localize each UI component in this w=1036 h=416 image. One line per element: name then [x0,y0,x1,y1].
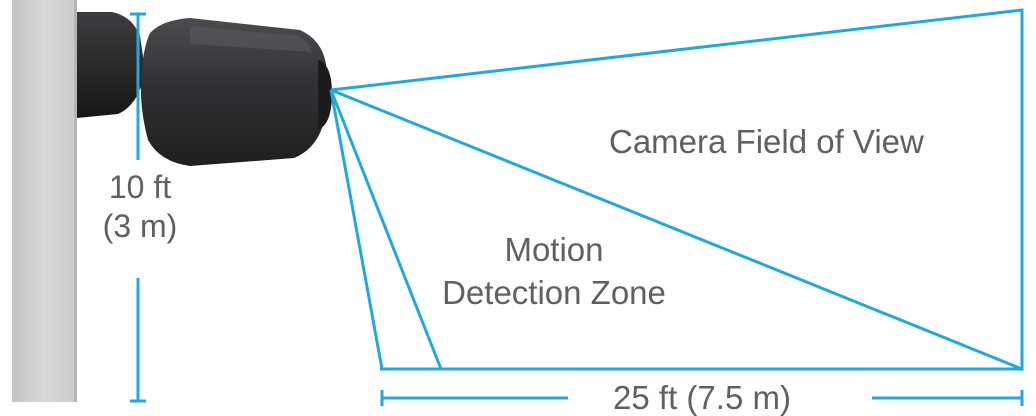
height-label-imperial: 10 ft [108,169,172,205]
field-of-view-area [330,8,1024,372]
wall-edge [74,0,77,402]
field-of-view-label: Camera Field of View [609,123,924,160]
height-label-metric: (3 m) [102,208,178,244]
wall [12,0,76,402]
motion-zone-label-line1: Motion [504,231,604,268]
camera-lens-ring [318,60,332,130]
motion-detection-zone [329,89,444,371]
motion-zone-label-line2: Detection Zone [442,274,666,311]
camera-highlight [190,26,312,52]
camera-body [140,18,328,166]
camera-icon [77,12,332,166]
camera-mount [77,12,145,118]
distance-label: 25 ft (7.5 m) [613,379,791,416]
height-dimension [130,12,146,403]
distance-dimension [380,390,1024,406]
